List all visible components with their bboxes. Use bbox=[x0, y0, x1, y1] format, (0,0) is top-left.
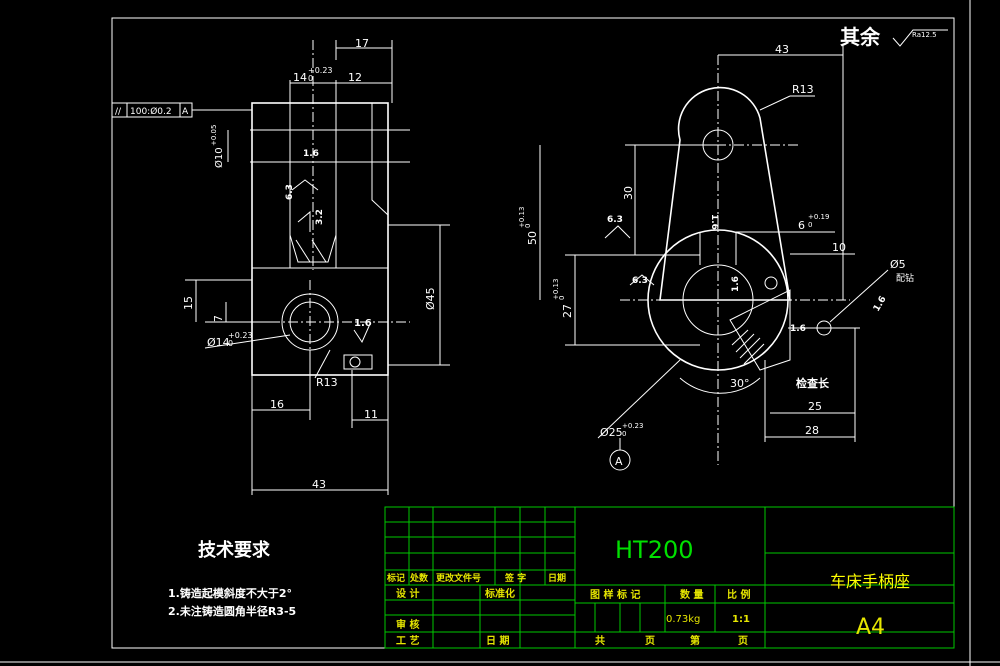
tech-req-item-1: 1.铸造起模斜度不大于2° bbox=[168, 586, 292, 600]
dim-d14-hole: Ø14 bbox=[207, 336, 230, 349]
svg-text:100:Ø0.2: 100:Ø0.2 bbox=[130, 106, 172, 117]
left-body bbox=[251, 102, 389, 376]
svg-text:签 字: 签 字 bbox=[504, 572, 526, 584]
roughness-symbol-icon bbox=[892, 29, 948, 47]
check-label: 检查长 bbox=[796, 376, 830, 390]
svg-text:共: 共 bbox=[595, 634, 605, 647]
dim-16: 16 bbox=[270, 398, 284, 411]
dim-d25: Ø25 bbox=[600, 426, 623, 439]
svg-text://: // bbox=[115, 107, 122, 117]
svg-text:0: 0 bbox=[622, 430, 626, 438]
roughness-value: Ra12.5 bbox=[912, 31, 937, 39]
svg-text:标准化: 标准化 bbox=[484, 587, 515, 600]
datum-a-label: A bbox=[615, 455, 623, 468]
svg-text:日期: 日期 bbox=[548, 572, 566, 584]
dim-30: 30 bbox=[622, 186, 635, 200]
dim-15: 15 bbox=[182, 296, 195, 310]
dim-7: 7 bbox=[212, 315, 225, 322]
svg-text:+0.13: +0.13 bbox=[552, 279, 560, 300]
lever-arm bbox=[659, 86, 791, 301]
svg-text:+0.05: +0.05 bbox=[210, 125, 218, 146]
svg-text:1.6: 1.6 bbox=[709, 214, 719, 230]
svg-text:标记: 标记 bbox=[386, 572, 405, 584]
svg-text:+0.23: +0.23 bbox=[622, 422, 643, 430]
svg-text:+0.23: +0.23 bbox=[308, 66, 333, 75]
dim-27: 27 bbox=[561, 304, 574, 318]
left-chamfer bbox=[371, 103, 389, 216]
svg-text:第: 第 bbox=[690, 634, 700, 647]
sheet-size: A4 bbox=[856, 615, 885, 640]
dim-d5: Ø5 bbox=[890, 258, 906, 271]
weight-value: 0.73kg bbox=[666, 614, 700, 625]
dim-r13-right: R13 bbox=[792, 83, 814, 96]
svg-text:1.6: 1.6 bbox=[303, 149, 319, 159]
svg-text:1.6: 1.6 bbox=[731, 276, 741, 292]
svg-text:处数: 处数 bbox=[409, 572, 429, 584]
svg-text:审 核: 审 核 bbox=[396, 618, 419, 631]
dim-17: 17 bbox=[355, 37, 369, 50]
dim-12: 12 bbox=[348, 71, 362, 84]
svg-text:页: 页 bbox=[645, 635, 655, 647]
left-boss bbox=[343, 354, 373, 370]
dim-d45: Ø45 bbox=[424, 287, 437, 310]
dim-50: 50 bbox=[526, 231, 539, 245]
svg-text:0: 0 bbox=[524, 224, 532, 228]
svg-text:0: 0 bbox=[558, 296, 566, 300]
svg-text:6.3: 6.3 bbox=[607, 215, 623, 225]
dim-r13-left: R13 bbox=[316, 376, 338, 389]
left-view: 17 14 +0.23 0 12 // 100:Ø0.2 A Ø10 +0.05… bbox=[111, 37, 450, 495]
dim-d10: Ø10 bbox=[213, 147, 225, 168]
svg-text:配钻: 配钻 bbox=[896, 272, 914, 284]
dim-6: 6 bbox=[798, 219, 805, 232]
dim-25: 25 bbox=[808, 400, 822, 413]
svg-text:图 样 标 记: 图 样 标 记 bbox=[590, 588, 640, 601]
svg-text:3.2: 3.2 bbox=[315, 209, 325, 225]
svg-text:A: A bbox=[182, 107, 189, 117]
svg-text:0: 0 bbox=[228, 339, 233, 348]
svg-text:日 期: 日 期 bbox=[486, 634, 509, 647]
dim-43-left: 43 bbox=[312, 478, 326, 491]
dim-11: 11 bbox=[364, 408, 378, 421]
svg-text:数 量: 数 量 bbox=[680, 588, 703, 601]
svg-text:+0.23: +0.23 bbox=[228, 331, 253, 340]
svg-text:1.6: 1.6 bbox=[354, 318, 372, 329]
tech-req-title: 技术要求 bbox=[198, 539, 271, 561]
title-block: HT200 车床手柄座 A4 标记 处数 更改文件号 签 字 日期 设 计 标准… bbox=[384, 506, 955, 649]
svg-text:+0.13: +0.13 bbox=[518, 207, 526, 228]
svg-text:1.6: 1.6 bbox=[790, 324, 806, 334]
right-view: 43 R13 30 50 +0.13 0 27 +0.13 0 6 +0.19 … bbox=[518, 43, 914, 471]
dim-10-right: 10 bbox=[832, 241, 846, 254]
svg-text:更改文件号: 更改文件号 bbox=[436, 572, 481, 584]
side-lug bbox=[729, 289, 791, 371]
tech-req-item-2: 2.未注铸造圆角半径R3-5 bbox=[168, 604, 296, 618]
svg-text:0: 0 bbox=[808, 221, 812, 229]
svg-text:页: 页 bbox=[738, 635, 748, 647]
svg-text:比 例: 比 例 bbox=[727, 588, 750, 601]
hatching bbox=[731, 329, 765, 365]
svg-text:6.3: 6.3 bbox=[285, 184, 295, 200]
dim-30deg: 30° bbox=[730, 377, 750, 390]
svg-text:1.6: 1.6 bbox=[872, 295, 889, 314]
dim-14: 14 bbox=[293, 71, 307, 84]
dim-28: 28 bbox=[805, 424, 819, 437]
svg-text:0: 0 bbox=[308, 74, 313, 83]
material-text: HT200 bbox=[615, 536, 694, 564]
svg-text:工 艺: 工 艺 bbox=[396, 634, 419, 647]
svg-text:+0.19: +0.19 bbox=[808, 213, 829, 221]
dim-43-right: 43 bbox=[775, 43, 789, 56]
svg-text:6.3: 6.3 bbox=[632, 276, 648, 286]
ratio-value: 1:1 bbox=[732, 614, 750, 625]
svg-text:设 计: 设 计 bbox=[396, 587, 419, 600]
roughness-label: 其余 bbox=[840, 25, 881, 49]
part-name: 车床手柄座 bbox=[830, 572, 910, 591]
